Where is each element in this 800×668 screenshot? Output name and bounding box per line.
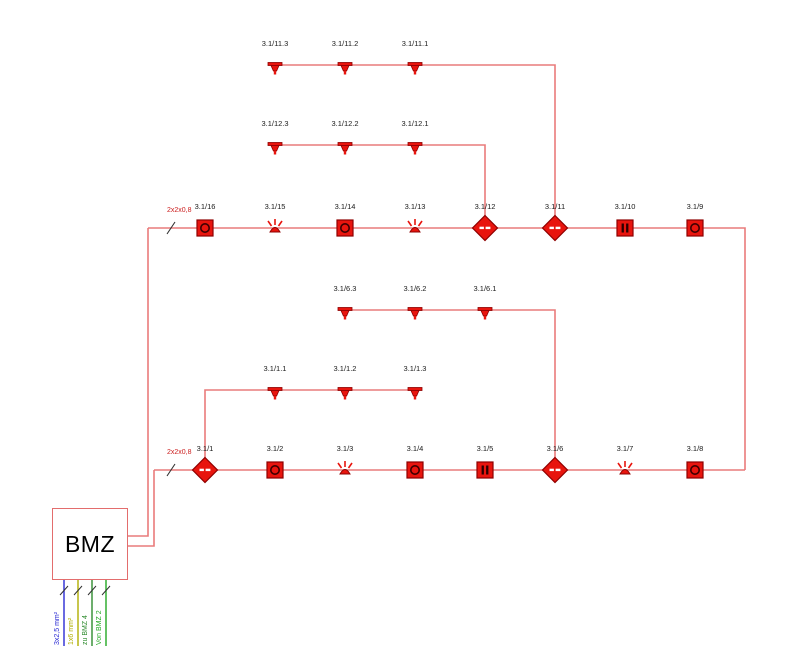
alarm-device-icon [407, 307, 423, 320]
device-label: 3.1/6.3 [333, 284, 357, 293]
feeder-label: 1x6 mm² [68, 617, 75, 645]
wire-riser-upper [126, 228, 149, 537]
device-label: 3.1/16 [194, 202, 216, 211]
alarm-device-icon [407, 142, 423, 155]
alarm-device-icon [407, 62, 423, 75]
device-label: 3.1/10 [614, 202, 636, 211]
heat-detector-icon [616, 460, 634, 476]
device-label: 3.1/6 [546, 444, 564, 453]
device-label: 3.1/1.2 [333, 364, 357, 373]
smoke-detector-icon [196, 219, 214, 237]
wire-branch-12 [275, 144, 486, 228]
device-label: 3.1/11 [544, 202, 566, 211]
cable-tick [166, 463, 176, 477]
loop-coupler-icon [191, 456, 219, 484]
device-label: 3.1/6.1 [473, 284, 497, 293]
smoke-detector-icon [336, 219, 354, 237]
device-label: 3.1/12.2 [331, 119, 359, 128]
feeder-label: zu BMZ 4 [82, 615, 89, 645]
device-label: 3.1/12.1 [401, 119, 429, 128]
device-label: 3.1/7 [616, 444, 634, 453]
device-label: 3.1/12.3 [261, 119, 289, 128]
loop-coupler-icon [541, 214, 569, 242]
feeder-tick [101, 585, 111, 596]
feeder-tick [59, 585, 69, 596]
device-label: 3.1/2 [266, 444, 284, 453]
device-label: 3.1/3 [336, 444, 354, 453]
wire-branch-11 [275, 64, 556, 228]
wire-loop-upper [148, 227, 746, 470]
device-label: 3.1/14 [334, 202, 356, 211]
device-label: 3.1/4 [406, 444, 424, 453]
device-label: 3.1/12 [474, 202, 496, 211]
device-label: 3.1/6.2 [403, 284, 427, 293]
device-label: 3.1/9 [686, 202, 704, 211]
wire-riser-lower [126, 470, 155, 547]
feeder-tick [73, 585, 83, 596]
smoke-detector-icon [686, 461, 704, 479]
loop-coupler-icon [471, 214, 499, 242]
alarm-device-icon [337, 307, 353, 320]
alarm-device-icon [267, 142, 283, 155]
alarm-device-icon [337, 142, 353, 155]
smoke-detector-icon [266, 461, 284, 479]
device-label: 3.1/15 [264, 202, 286, 211]
device-label: 3.1/13 [404, 202, 426, 211]
manual-call-point-icon [476, 461, 494, 479]
alarm-device-icon [477, 307, 493, 320]
alarm-device-icon [267, 62, 283, 75]
device-label: 3.1/1 [196, 444, 214, 453]
device-label: 3.1/5 [476, 444, 494, 453]
heat-detector-icon [336, 460, 354, 476]
bmz-control-panel: BMZ [52, 508, 128, 580]
device-label: 3.1/1.3 [403, 364, 427, 373]
alarm-device-icon [337, 387, 353, 400]
smoke-detector-icon [406, 461, 424, 479]
device-label: 3.1/1.1 [263, 364, 287, 373]
smoke-detector-icon [686, 219, 704, 237]
bmz-panel-label: BMZ [64, 530, 116, 557]
feeder-tick [87, 585, 97, 596]
feeder-label: Von BMZ 2 [96, 610, 103, 645]
alarm-device-icon [267, 387, 283, 400]
cable-tick [166, 221, 176, 235]
device-label: 3.1/8 [686, 444, 704, 453]
cable-spec-label: 2x2x0,8 [167, 207, 192, 214]
alarm-device-icon [407, 387, 423, 400]
heat-detector-icon [266, 218, 284, 234]
feeder-label: 3x2,5 mm² [54, 611, 61, 645]
alarm-device-icon [337, 62, 353, 75]
wire-branch-1 [204, 389, 415, 470]
manual-call-point-icon [616, 219, 634, 237]
device-label: 3.1/11.3 [261, 39, 289, 48]
loop-coupler-icon [541, 456, 569, 484]
heat-detector-icon [406, 218, 424, 234]
device-label: 3.1/11.2 [331, 39, 359, 48]
device-label: 3.1/11.1 [401, 39, 429, 48]
cable-spec-label: 2x2x0,8 [167, 449, 192, 456]
